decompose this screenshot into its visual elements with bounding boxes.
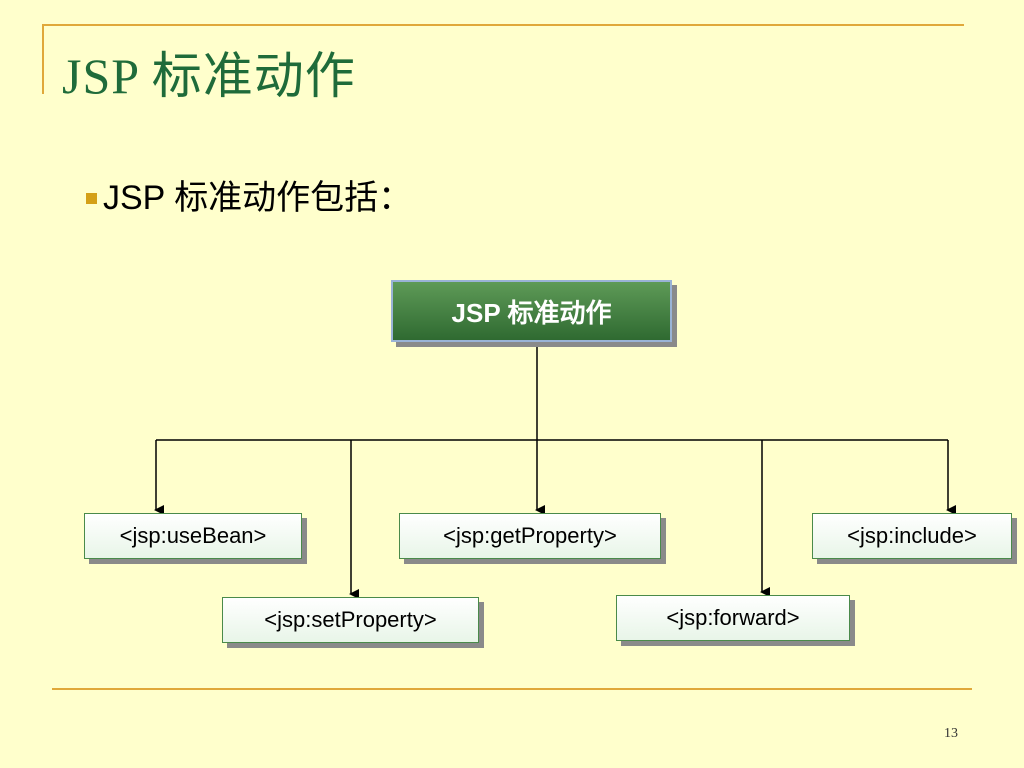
bottom-rule [52,688,972,690]
node-setproperty: <jsp:setProperty> [222,597,479,643]
square-bullet-icon [86,193,97,204]
bullet-text: JSP 标准动作包括： [103,179,413,217]
node-forward: <jsp:forward> [616,595,850,641]
root-node: JSP 标准动作 [391,280,672,342]
node-getproperty: <jsp:getProperty> [399,513,661,559]
left-rule [42,24,44,94]
top-rule [42,24,964,26]
bullet-item: JSP 标准动作包括： [86,170,412,219]
node-usebean: <jsp:useBean> [84,513,302,559]
page-number: 13 [944,726,958,741]
node-include: <jsp:include> [812,513,1012,559]
slide-title: JSP 标准动作 [62,48,356,104]
